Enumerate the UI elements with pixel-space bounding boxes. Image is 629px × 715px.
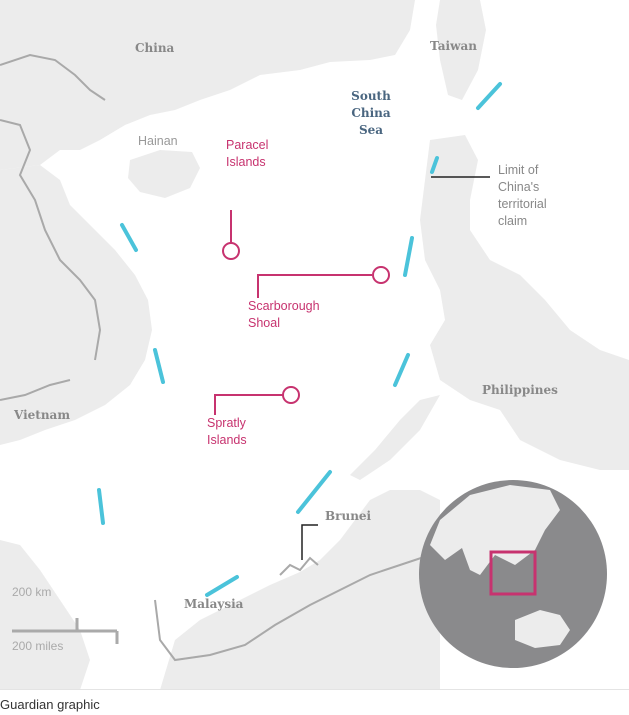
- land-taiwan: [436, 0, 486, 100]
- scale-bar: [12, 618, 119, 644]
- label-spratly-islands: Spratly Islands: [207, 415, 247, 449]
- sea-line-1: South: [351, 89, 391, 103]
- scarborough-line-2: Shoal: [248, 316, 280, 330]
- land-malay-peninsula: [0, 540, 90, 690]
- sea-line-2: China: [351, 106, 391, 120]
- label-scarborough-shoal: Scarborough Shoal: [248, 298, 320, 332]
- label-claim-limit: Limit of China's territorial claim: [498, 162, 547, 230]
- claim-line-2: China's: [498, 180, 540, 194]
- scarborough-leader: [257, 274, 372, 298]
- label-china: China: [135, 41, 175, 55]
- label-taiwan: Taiwan: [430, 39, 477, 53]
- land-masses: [0, 0, 629, 690]
- label-vietnam: Vietnam: [14, 408, 71, 422]
- label-philippines: Philippines: [482, 383, 558, 397]
- sea-line-3: Sea: [358, 123, 384, 137]
- land-borneo: [160, 490, 440, 690]
- border-malaysia-indonesia: [154, 554, 431, 662]
- label-malaysia: Malaysia: [184, 597, 244, 611]
- land-china: [0, 0, 415, 170]
- land-philippines: [420, 135, 629, 470]
- spratly-line-1: Spratly: [207, 416, 246, 430]
- paracel-line-1: Paracel: [226, 138, 269, 152]
- border-brunei: [279, 556, 319, 576]
- footer-divider: [0, 689, 629, 690]
- scarborough-marker: [372, 266, 390, 284]
- spratly-leader: [214, 394, 283, 415]
- feature-markers: [214, 210, 390, 415]
- claim-line: [97, 82, 502, 597]
- globe-australia: [515, 610, 570, 648]
- claim-line-4: claim: [498, 214, 528, 228]
- claim-line-3: territorial: [498, 197, 547, 211]
- leader-lines: [301, 176, 490, 560]
- label-hainan: Hainan: [138, 134, 178, 148]
- claim-line-1: Limit of: [498, 163, 539, 177]
- label-paracel-islands: Paracel Islands: [226, 137, 268, 171]
- spratly-marker: [282, 386, 300, 404]
- paracel-line-2: Islands: [226, 155, 266, 169]
- label-south-china-sea: South China Sea: [348, 88, 394, 139]
- land-vietnam: [0, 165, 152, 445]
- south-china-sea-map: [0, 0, 629, 690]
- borders: [0, 53, 431, 662]
- globe-locator-box: [489, 550, 537, 596]
- paracel-marker: [222, 242, 240, 260]
- border-vietnam-laos: [0, 119, 102, 361]
- scale-miles-label: 200 miles: [12, 639, 64, 653]
- brunei-leader: [301, 524, 318, 560]
- scale-km-label: 200 km: [12, 585, 52, 599]
- land-palawan: [350, 395, 440, 480]
- locator-globe: [419, 480, 607, 668]
- land-hainan: [128, 150, 200, 198]
- scarborough-line-1: Scarborough: [248, 299, 320, 313]
- label-brunei: Brunei: [325, 509, 372, 523]
- border-cambodia: [0, 379, 71, 401]
- spratly-line-2: Islands: [207, 433, 247, 447]
- credit: Guardian graphic: [0, 697, 100, 712]
- border-china-vietnam: [0, 53, 106, 101]
